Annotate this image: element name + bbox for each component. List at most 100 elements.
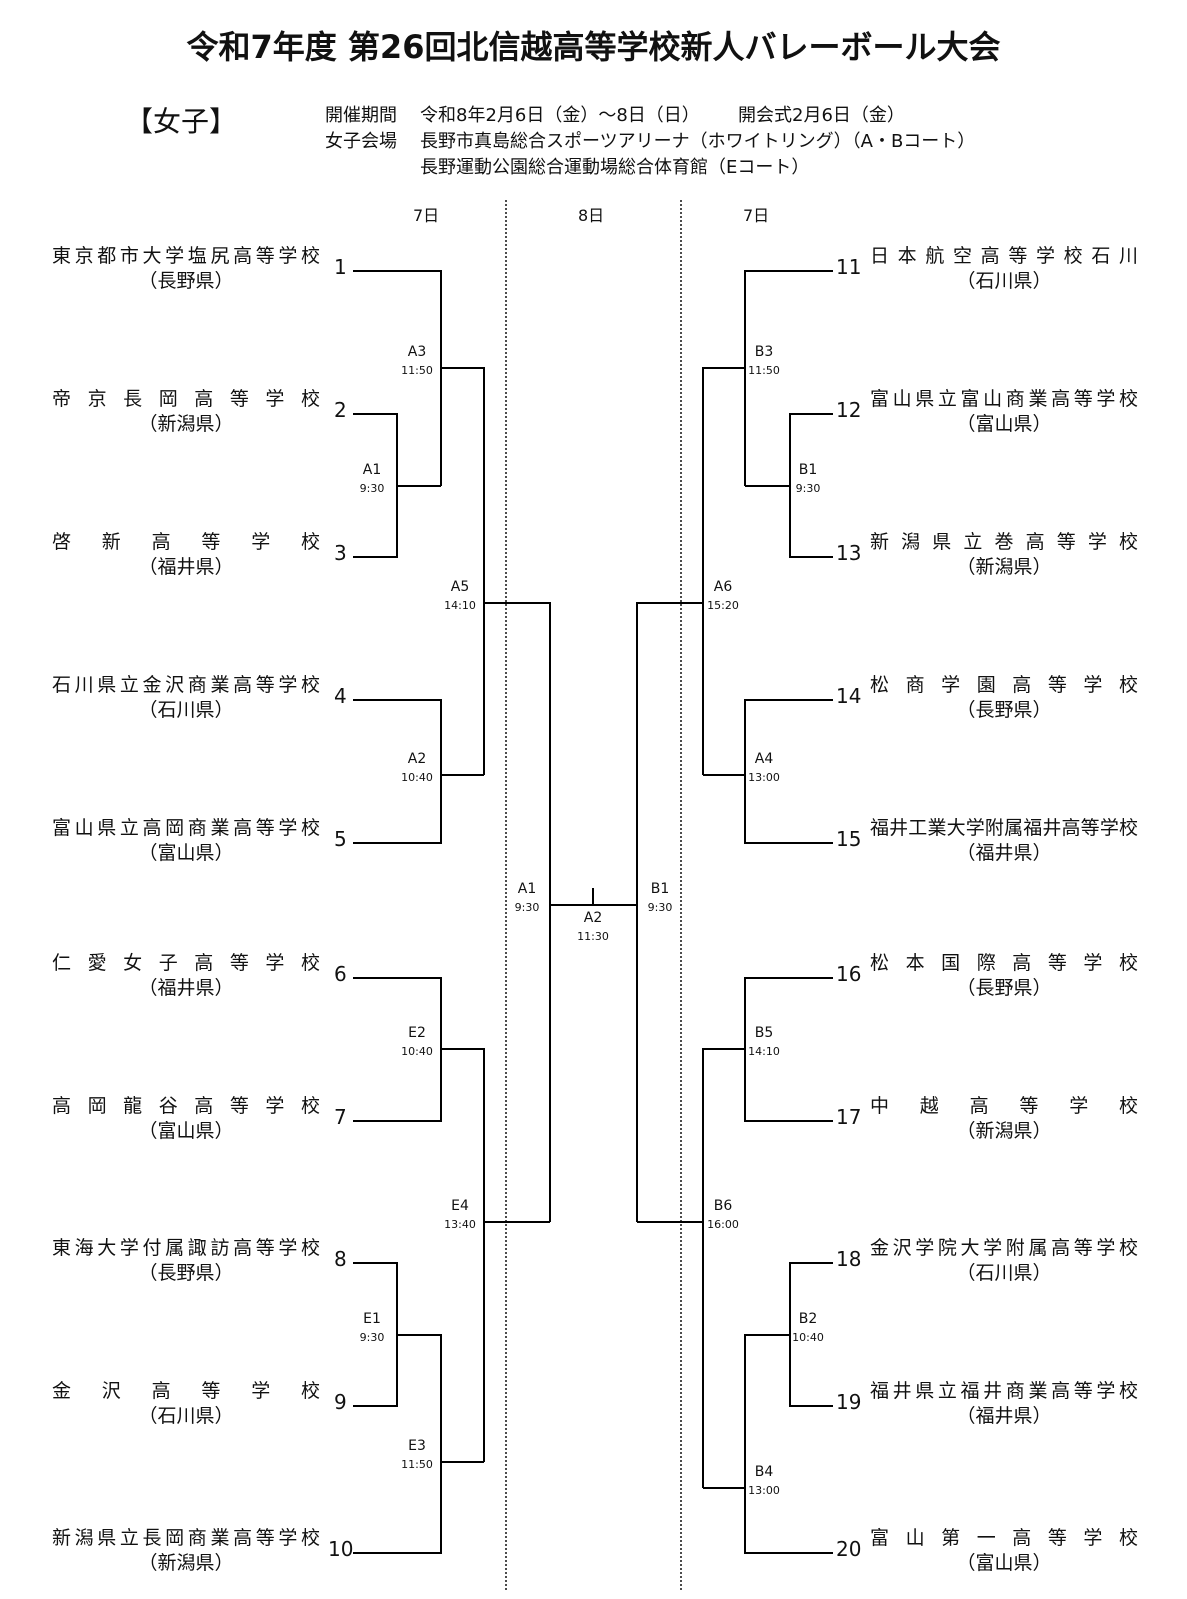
period-label: 開催期間 (325, 105, 397, 126)
venue-ab-court: 長野市真島総合スポーツアリーナ（ホワイトリング）（A・Bコート） (420, 131, 976, 152)
team-prefecture: （長野県） (956, 977, 1052, 999)
venue-e-court: 長野運動公園総合運動場総合体育館（Eコート） (420, 157, 810, 178)
team-prefecture: （富山県） (956, 1552, 1052, 1574)
day-label-right: 7日 (743, 206, 770, 225)
match-time: 9:30 (359, 482, 385, 495)
team-name: 中越高等学校 (870, 1095, 1138, 1117)
team-prefecture: （富山県） (138, 842, 234, 864)
team-name: 福井工業大学附属福井高等学校 (870, 817, 1138, 839)
seed-number: 16 (836, 962, 862, 986)
match-code: A2 (583, 910, 603, 926)
team-prefecture: （石川県） (956, 270, 1052, 292)
team-name: 福井県立福井商業高等学校 (870, 1380, 1138, 1402)
division-label: 【女子】 (125, 105, 238, 138)
match-time: 10:40 (792, 1331, 824, 1344)
match-code: E3 (408, 1438, 426, 1454)
match-code: A3 (407, 344, 427, 360)
team-prefecture: （新潟県） (138, 1552, 234, 1574)
team-name: 金沢学院大学附属高等学校 (870, 1237, 1138, 1259)
seed-number: 6 (334, 962, 347, 986)
team-name: 新潟県立長岡商業高等学校 (52, 1527, 320, 1549)
match-code: A1 (517, 881, 537, 897)
match-time: 10:40 (401, 1045, 433, 1058)
match-code: B2 (798, 1311, 818, 1327)
match-time: 9:30 (359, 1331, 385, 1344)
seed-number: 8 (334, 1247, 347, 1271)
match-time: 10:40 (401, 771, 433, 784)
match-code: B6 (713, 1198, 733, 1214)
seed-number: 2 (334, 398, 347, 422)
team-prefecture: （長野県） (138, 270, 234, 292)
seed-number: 20 (836, 1537, 862, 1561)
seed-number: 3 (334, 541, 347, 565)
team-name: 新潟県立巻高等学校 (870, 531, 1138, 553)
team-prefecture: （福井県） (138, 556, 234, 578)
match-time: 15:20 (707, 599, 739, 612)
match-code: B5 (754, 1025, 774, 1041)
match-code: E4 (451, 1198, 469, 1214)
line-a6 (636, 602, 703, 1222)
team-name: 仁愛女子高等学校 (52, 952, 320, 974)
match-code: E2 (408, 1025, 426, 1041)
seed-number: 12 (836, 398, 862, 422)
period-value: 令和8年2月6日（金）～8日（日） (420, 105, 700, 126)
team-name: 金沢高等学校 (52, 1380, 320, 1402)
page-title: 令和7年度 第26回北信越高等学校新人バレーボール大会 (186, 28, 1001, 66)
match-time: 11:50 (401, 1458, 433, 1471)
day-label-center: 8日 (578, 206, 605, 225)
match-time: 13:40 (444, 1218, 476, 1231)
match-time: 16:00 (707, 1218, 739, 1231)
seed-number: 13 (836, 541, 862, 565)
day-label-left: 7日 (413, 206, 440, 225)
match-time: 9:30 (514, 901, 540, 914)
team-prefecture: （新潟県） (956, 556, 1052, 578)
team-prefecture: （福井県） (956, 842, 1052, 864)
line-a5 (484, 602, 551, 1222)
opening-ceremony: 開会式2月6日（金） (738, 105, 905, 126)
team-name: 松本国際高等学校 (870, 952, 1138, 974)
team-name: 日本航空高等学校石川 (870, 245, 1138, 267)
seed-number: 4 (334, 684, 347, 708)
line-a3 (441, 367, 485, 775)
match-time: 9:30 (795, 482, 821, 495)
match-time: 13:00 (748, 771, 780, 784)
match-time: 9:30 (647, 901, 673, 914)
team-prefecture: （長野県） (956, 699, 1052, 721)
line-seed-11 (744, 270, 833, 486)
seed-number: 11 (836, 255, 862, 279)
match-code: A6 (713, 579, 733, 595)
match-time: 14:10 (444, 599, 476, 612)
team-prefecture: （新潟県） (956, 1120, 1052, 1142)
team-name: 富山県立高岡商業高等学校 (52, 817, 320, 839)
team-name: 松商学園高等学校 (870, 674, 1138, 696)
seed-number: 9 (334, 1390, 347, 1414)
match-code: B1 (798, 462, 818, 478)
seed-number: 14 (836, 684, 862, 708)
match-code: A2 (407, 751, 427, 767)
team-name: 帝京長岡高等学校 (52, 388, 320, 410)
team-prefecture: （富山県） (138, 1120, 234, 1142)
match-code: A1 (362, 462, 382, 478)
match-code: A5 (450, 579, 470, 595)
team-prefecture: （長野県） (138, 1262, 234, 1284)
match-time: 11:50 (748, 364, 780, 377)
line-b3 (702, 367, 745, 775)
seed-number: 18 (836, 1247, 862, 1271)
venue-label: 女子会場 (325, 131, 397, 152)
team-prefecture: （石川県） (138, 699, 234, 721)
line-seed-1 (353, 270, 442, 486)
team-prefecture: （福井県） (956, 1405, 1052, 1427)
seed-number: 1 (334, 255, 347, 279)
match-code: A4 (754, 751, 774, 767)
team-name: 東京都市大学塩尻高等学校 (52, 245, 320, 267)
team-name: 富山県立富山商業高等学校 (870, 388, 1138, 410)
line-b5 (702, 1048, 745, 1488)
team-name: 石川県立金沢商業高等学校 (52, 674, 320, 696)
line-e1 (353, 1334, 442, 1554)
line-seed-4-5 (353, 699, 442, 844)
match-code: B1 (650, 881, 670, 897)
team-name: 富山第一高等学校 (870, 1527, 1138, 1549)
seed-number: 5 (334, 827, 347, 851)
team-prefecture: （石川県） (956, 1262, 1052, 1284)
